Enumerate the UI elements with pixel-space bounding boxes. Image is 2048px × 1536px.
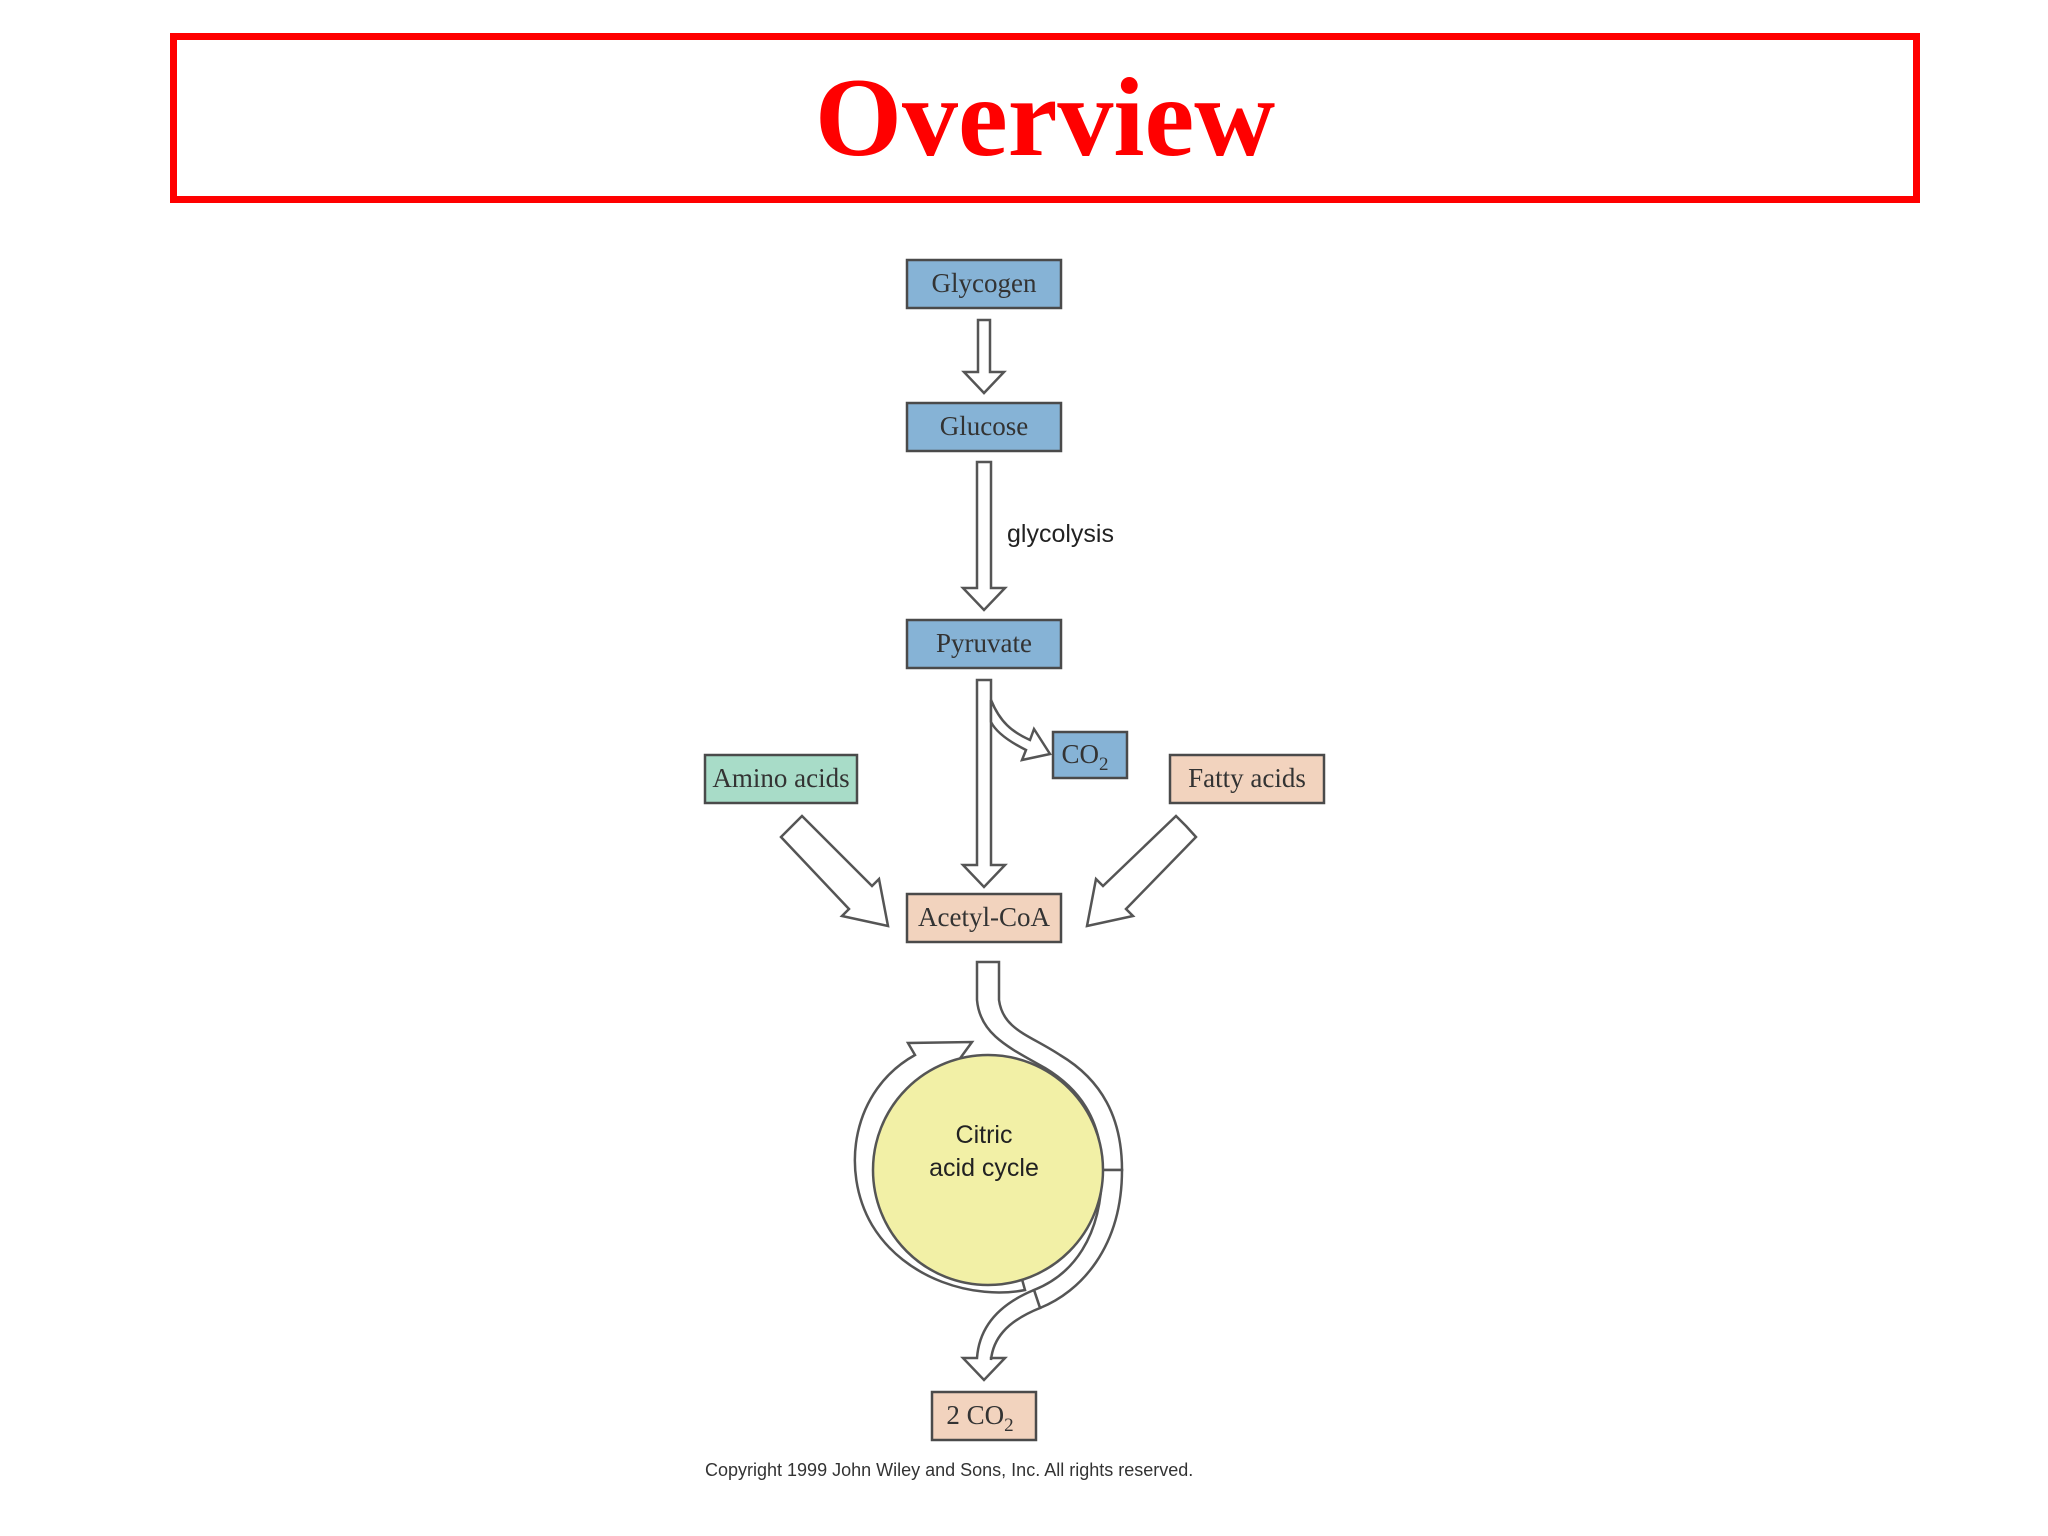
svg-text:CO2: CO2	[1061, 739, 1108, 775]
node-pyruvate: Pyruvate	[905, 618, 1063, 670]
node-co2: CO2	[1051, 730, 1129, 780]
node-label-glycogen: Glycogen	[932, 268, 1037, 298]
node-label-fatty-acids: Fatty acids	[1188, 763, 1306, 793]
svg-text:2 CO2: 2 CO2	[946, 1400, 1013, 1436]
arrow-aminoacids-acetylcoa	[779, 814, 890, 928]
arrow-glycogen-glucose	[961, 318, 1007, 395]
node-label-acetyl-coa: Acetyl-CoA	[918, 902, 1050, 932]
node-fatty-acids: Fatty acids	[1168, 753, 1326, 805]
node-label-2-co2: 2 CO	[946, 1400, 1004, 1430]
glycolysis-label: glycolysis	[1007, 520, 1114, 548]
arrow-cycle-2co2	[960, 1288, 1042, 1382]
node-glucose: Glucose	[905, 401, 1063, 453]
citric-acid-cycle-circle	[871, 1053, 1105, 1287]
title-box: Overview	[170, 33, 1920, 203]
page-title: Overview	[814, 56, 1276, 180]
node-label-co2-subscript: 2	[1099, 754, 1109, 775]
node-2-co2: 2 CO2	[930, 1390, 1038, 1442]
copyright-notice: Copyright 1999 John Wiley and Sons, Inc.…	[705, 1460, 1193, 1480]
node-label-amino-acids: Amino acids	[712, 763, 849, 793]
node-label-pyruvate: Pyruvate	[936, 628, 1032, 658]
arrow-pyruvate-co2	[989, 699, 1053, 762]
node-glycogen: Glycogen	[905, 258, 1063, 310]
node-label-2-co2-subscript: 2	[1004, 1415, 1014, 1436]
node-label-glucose: Glucose	[940, 411, 1028, 441]
arrow-fattyacids-acetylcoa	[1085, 814, 1198, 928]
node-amino-acids: Amino acids	[703, 753, 859, 805]
cycle-label-line2: acid cycle	[929, 1154, 1039, 1182]
cycle-label-line1: Citric	[956, 1121, 1013, 1149]
node-acetyl-coa: Acetyl-CoA	[905, 892, 1063, 944]
node-label-co2: CO	[1061, 739, 1099, 769]
arrow-glycolysis	[960, 460, 1008, 612]
arrow-pyruvate-acetylcoa	[960, 678, 1008, 889]
